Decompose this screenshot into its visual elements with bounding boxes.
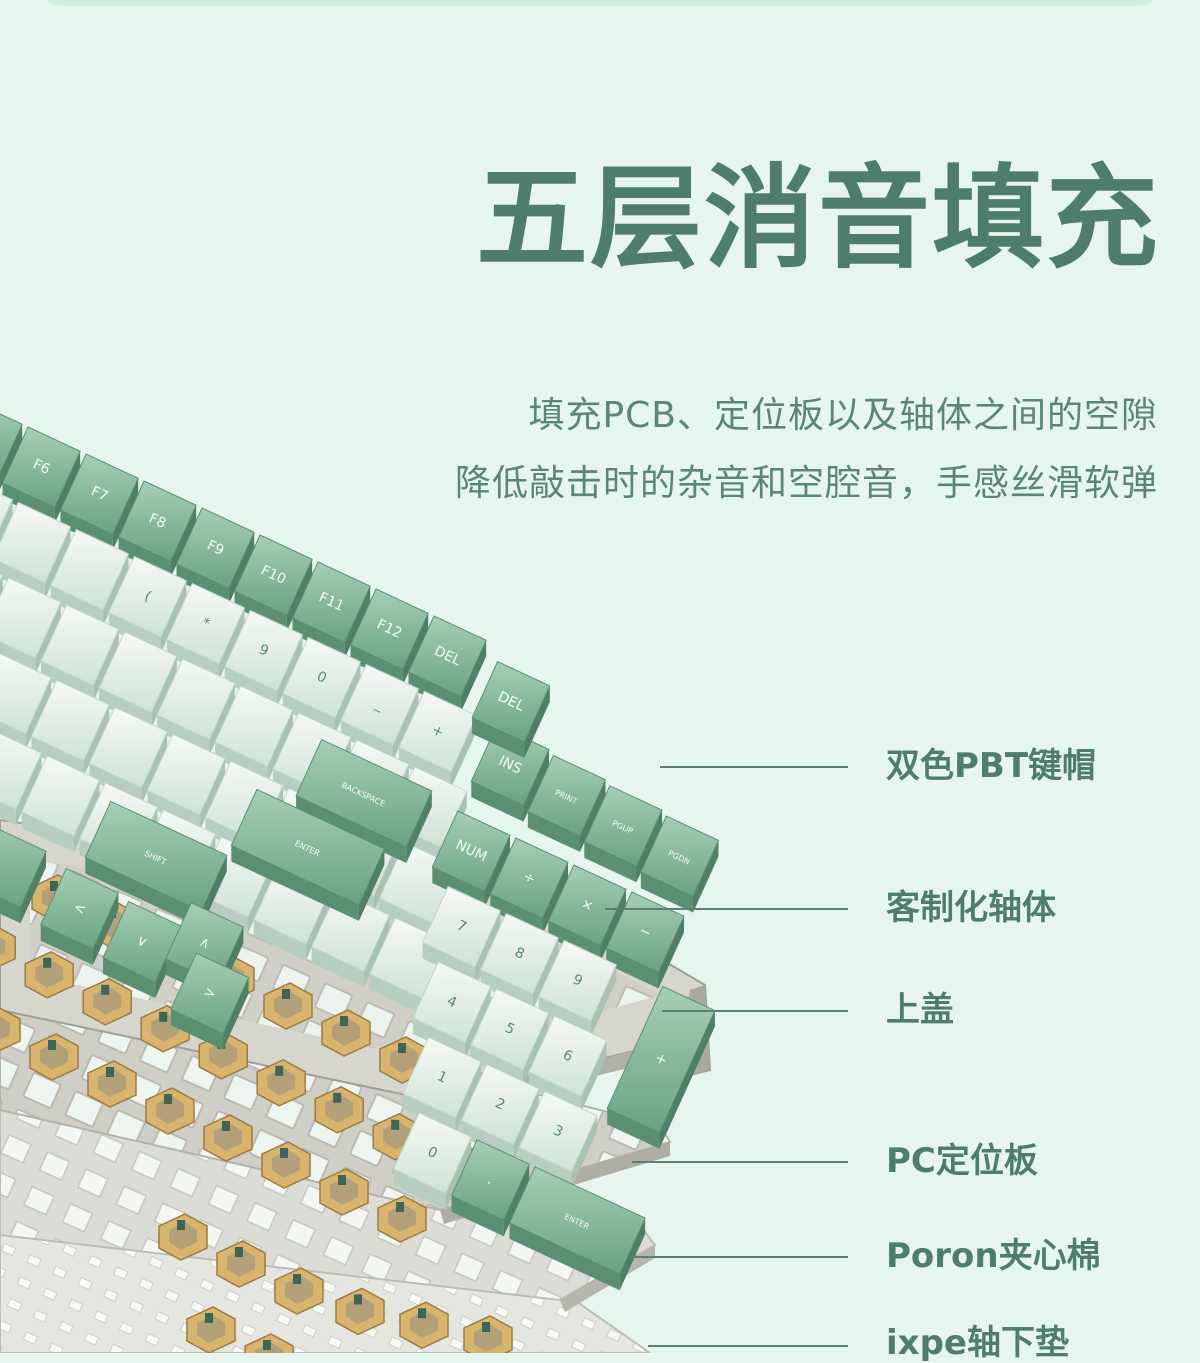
switch — [399, 1301, 449, 1350]
keycap: 6 — [528, 1015, 608, 1113]
keycap: 5 — [470, 988, 550, 1086]
switch — [87, 1060, 137, 1108]
keycap: 0 — [282, 636, 362, 734]
switch — [216, 1240, 266, 1288]
keycap: . — [450, 1139, 530, 1237]
callout-top-case: 上盖 — [886, 990, 954, 1030]
switch — [274, 1267, 324, 1315]
switch — [82, 977, 132, 1026]
keycap — [0, 501, 72, 599]
keycap: _ — [340, 663, 420, 761]
keycap-legend: CTRL — [0, 853, 4, 870]
keycap: ENTER — [230, 788, 386, 921]
keycap: > — [170, 952, 250, 1050]
switch — [186, 1306, 236, 1353]
switch — [335, 1287, 385, 1336]
keycap-legend: . — [485, 1172, 496, 1188]
keycap: ENTER — [508, 1166, 646, 1291]
leader-line-poron-foam — [630, 1256, 848, 1258]
keycap: 3 — [518, 1090, 598, 1188]
keycap: PGDN — [640, 815, 720, 913]
keycap: 9 — [537, 939, 617, 1037]
switch — [321, 1009, 371, 1057]
switch — [244, 1333, 294, 1353]
keycap — [0, 653, 52, 750]
keycap — [156, 658, 236, 756]
keycap — [311, 890, 391, 988]
switch — [319, 1168, 369, 1216]
page-title: 五层消音填充 — [476, 154, 1160, 284]
keycap: + — [606, 985, 716, 1149]
keycap: PRINT — [527, 754, 607, 852]
switch — [377, 1195, 427, 1243]
switch — [314, 1085, 364, 1134]
keycap: PGUP — [583, 785, 663, 883]
keycap: 7 — [421, 885, 501, 983]
switch — [463, 1315, 513, 1353]
keycap: 0 — [392, 1112, 472, 1210]
leader-line-pc-plate — [632, 1161, 848, 1163]
callout-keycaps: 双色PBT键帽 — [886, 746, 1097, 786]
keycap — [0, 493, 14, 544]
leader-line-ixpe-pad — [648, 1345, 848, 1347]
callout-switches: 客制化轴体 — [886, 888, 1056, 928]
keycap: × — [547, 864, 627, 962]
keycap: < — [40, 867, 120, 965]
switch — [24, 950, 74, 999]
keycap: DEL — [471, 660, 551, 758]
top-band — [40, 0, 1160, 6]
keycap-legend: F8 — [146, 510, 168, 532]
leader-line-top-case — [662, 1010, 848, 1012]
keycap: * — [166, 582, 246, 680]
callout-pc-plate: PC定位板 — [886, 1141, 1038, 1181]
keycap: F5 — [0, 413, 23, 490]
keycap — [21, 755, 101, 853]
callout-ixpe-pad: ixpe轴下垫 — [886, 1323, 1069, 1363]
keycap-layer: F5F6F7F8F9F10F11F12DEL(*90_+INSPRINTPGUP… — [0, 413, 720, 1291]
leader-line-keycaps — [660, 766, 848, 768]
keycap: F8 — [117, 480, 197, 578]
leader-line-switches — [605, 908, 848, 910]
switch — [29, 1033, 79, 1081]
subtitle-line-2: 降低敲击时的杂音和空腔音，手感丝滑软弹 — [454, 463, 1158, 504]
switch — [0, 1007, 21, 1052]
switch — [0, 927, 16, 967]
subtitle-line-1: 填充PCB、定位板以及轴体之间的空隙 — [528, 395, 1158, 436]
switch — [261, 1141, 311, 1189]
keycap-legend: F7 — [88, 483, 110, 505]
keycap-legend: ( — [142, 588, 154, 605]
switch — [203, 1114, 253, 1162]
callout-poron-foam: Poron夹心棉 — [886, 1236, 1101, 1276]
switch — [256, 1058, 306, 1107]
keycap-legend: F6 — [30, 456, 52, 478]
switch — [158, 1213, 208, 1261]
keycap: CTRL — [0, 829, 47, 924]
switch — [145, 1087, 195, 1135]
keycap: + — [398, 690, 478, 788]
keycap: − — [605, 891, 685, 989]
switch — [263, 982, 313, 1030]
keycap — [0, 733, 43, 826]
keycap-legend: F9 — [204, 537, 226, 559]
